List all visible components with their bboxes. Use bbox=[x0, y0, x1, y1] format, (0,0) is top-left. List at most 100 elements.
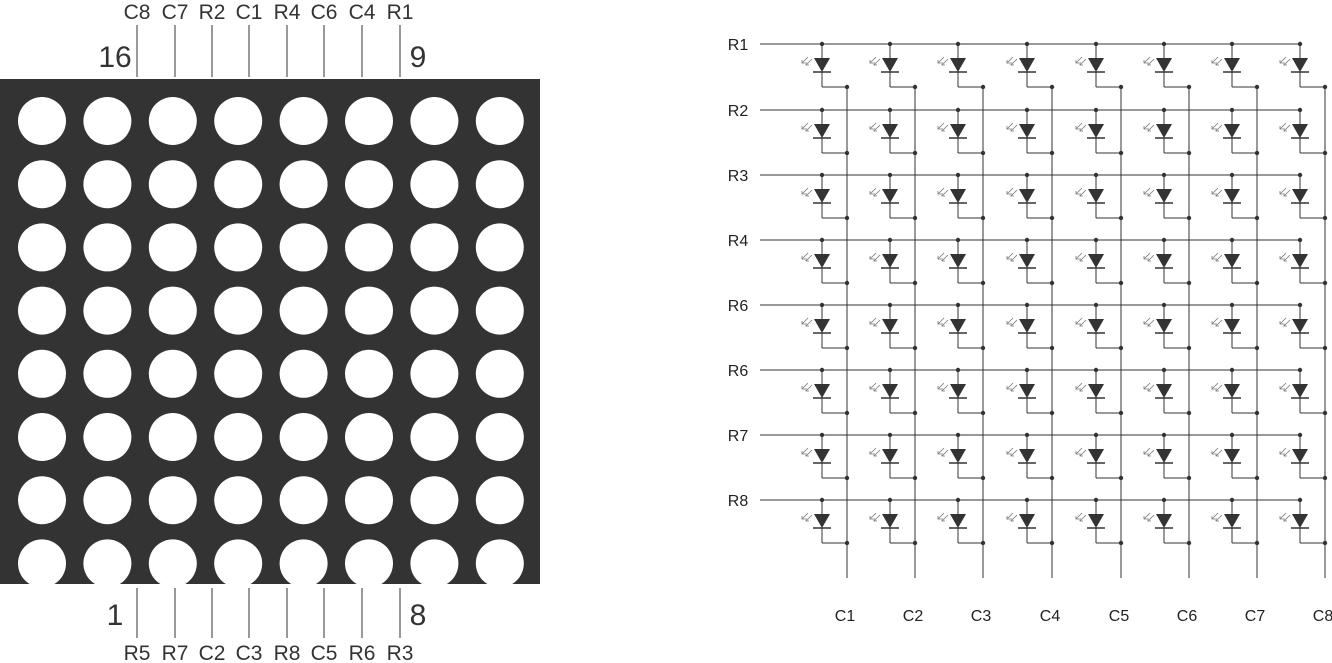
matrix-dot bbox=[214, 349, 263, 398]
led-diode-icon bbox=[950, 384, 966, 398]
light-arrows-icon bbox=[1143, 252, 1155, 262]
light-arrows-icon bbox=[801, 187, 813, 197]
led-cell bbox=[801, 41, 850, 90]
led-diode-icon bbox=[814, 319, 830, 333]
led-cell bbox=[801, 107, 850, 156]
led-cell bbox=[1075, 302, 1124, 351]
led-diode-icon bbox=[1292, 58, 1308, 72]
led-cell bbox=[1279, 41, 1328, 90]
led-cell bbox=[1279, 432, 1328, 481]
light-arrows-icon bbox=[1143, 447, 1155, 457]
matrix-dot bbox=[410, 97, 459, 145]
matrix-dot bbox=[475, 413, 524, 461]
led-diode-icon bbox=[814, 254, 830, 268]
row-label: R4 bbox=[728, 233, 749, 250]
led-cell bbox=[1075, 497, 1124, 546]
led-cell bbox=[1279, 107, 1328, 156]
led-diode-icon bbox=[1156, 254, 1172, 268]
matrix-dot bbox=[345, 476, 393, 525]
led-cell bbox=[1143, 41, 1192, 90]
matrix-dot bbox=[214, 413, 263, 461]
top-pin-label: R4 bbox=[274, 1, 301, 24]
matrix-dot bbox=[18, 539, 66, 588]
led-diode-icon bbox=[1156, 319, 1172, 333]
led-diode-icon bbox=[1156, 124, 1172, 138]
led-diode-icon bbox=[1088, 449, 1104, 463]
led-diode-icon bbox=[950, 58, 966, 72]
led-diode-icon bbox=[1019, 124, 1035, 138]
matrix-dot bbox=[475, 539, 524, 588]
matrix-dot bbox=[279, 286, 328, 335]
light-arrows-icon bbox=[801, 122, 813, 132]
led-cell bbox=[801, 367, 850, 416]
led-cell bbox=[1075, 172, 1124, 221]
bottom-pin-label: R7 bbox=[162, 642, 189, 663]
led-cell bbox=[1143, 497, 1192, 546]
led-diode-icon bbox=[950, 189, 966, 203]
led-cell bbox=[801, 432, 850, 481]
light-arrows-icon bbox=[869, 317, 881, 327]
matrix-dot bbox=[279, 349, 328, 398]
led-cell bbox=[1143, 367, 1192, 416]
matrix-dot bbox=[279, 539, 328, 588]
matrix-dot bbox=[83, 539, 132, 588]
led-cell bbox=[937, 497, 986, 546]
matrix-dot bbox=[18, 413, 66, 461]
led-diode-icon bbox=[1292, 384, 1308, 398]
led-diode-icon bbox=[1156, 58, 1172, 72]
led-cell bbox=[1006, 41, 1055, 90]
led-cell bbox=[1279, 237, 1328, 286]
light-arrows-icon bbox=[1006, 56, 1018, 66]
led-diode-icon bbox=[1088, 189, 1104, 203]
led-cell bbox=[1211, 497, 1260, 546]
led-cell bbox=[1006, 237, 1055, 286]
matrix-dot bbox=[18, 476, 66, 525]
bottom-pin-label: R5 bbox=[124, 642, 151, 663]
led-diode-icon bbox=[814, 449, 830, 463]
led-cell bbox=[869, 497, 918, 546]
bottom-pin-label: R8 bbox=[274, 642, 301, 663]
bottom-pin-label: C2 bbox=[199, 642, 226, 663]
led-diode-icon bbox=[882, 58, 898, 72]
led-cell bbox=[869, 107, 918, 156]
light-arrows-icon bbox=[1143, 382, 1155, 392]
led-cell bbox=[937, 302, 986, 351]
matrix-dot bbox=[279, 223, 328, 272]
light-arrows-icon bbox=[801, 56, 813, 66]
matrix-dot bbox=[18, 286, 66, 335]
matrix-dot bbox=[410, 223, 459, 272]
led-diode-icon bbox=[814, 124, 830, 138]
led-cell bbox=[1143, 107, 1192, 156]
light-arrows-icon bbox=[1006, 382, 1018, 392]
led-cell bbox=[1143, 432, 1192, 481]
light-arrows-icon bbox=[1006, 122, 1018, 132]
led-cell bbox=[937, 41, 986, 90]
light-arrows-icon bbox=[1279, 122, 1291, 132]
column-label: C7 bbox=[1245, 608, 1266, 625]
led-cell bbox=[937, 432, 986, 481]
matrix-dot bbox=[475, 223, 524, 272]
led-diode-icon bbox=[950, 319, 966, 333]
led-cell bbox=[1006, 497, 1055, 546]
light-arrows-icon bbox=[1006, 252, 1018, 262]
led-diode-icon bbox=[1224, 124, 1240, 138]
matrix-dot bbox=[83, 286, 132, 335]
matrix-dot bbox=[83, 97, 132, 145]
matrix-dot bbox=[148, 476, 197, 525]
led-cell bbox=[801, 497, 850, 546]
pin-number-1: 1 bbox=[107, 599, 124, 632]
led-cell bbox=[801, 172, 850, 221]
light-arrows-icon bbox=[1279, 512, 1291, 522]
light-arrows-icon bbox=[937, 382, 949, 392]
led-diode-icon bbox=[882, 384, 898, 398]
matrix-dot bbox=[410, 413, 459, 461]
matrix-dot bbox=[279, 413, 328, 461]
led-diode-icon bbox=[1019, 319, 1035, 333]
led-diode-icon bbox=[1019, 254, 1035, 268]
light-arrows-icon bbox=[801, 317, 813, 327]
led-cell bbox=[1211, 107, 1260, 156]
column-label: C2 bbox=[903, 608, 924, 625]
light-arrows-icon bbox=[937, 317, 949, 327]
led-diode-icon bbox=[1156, 384, 1172, 398]
